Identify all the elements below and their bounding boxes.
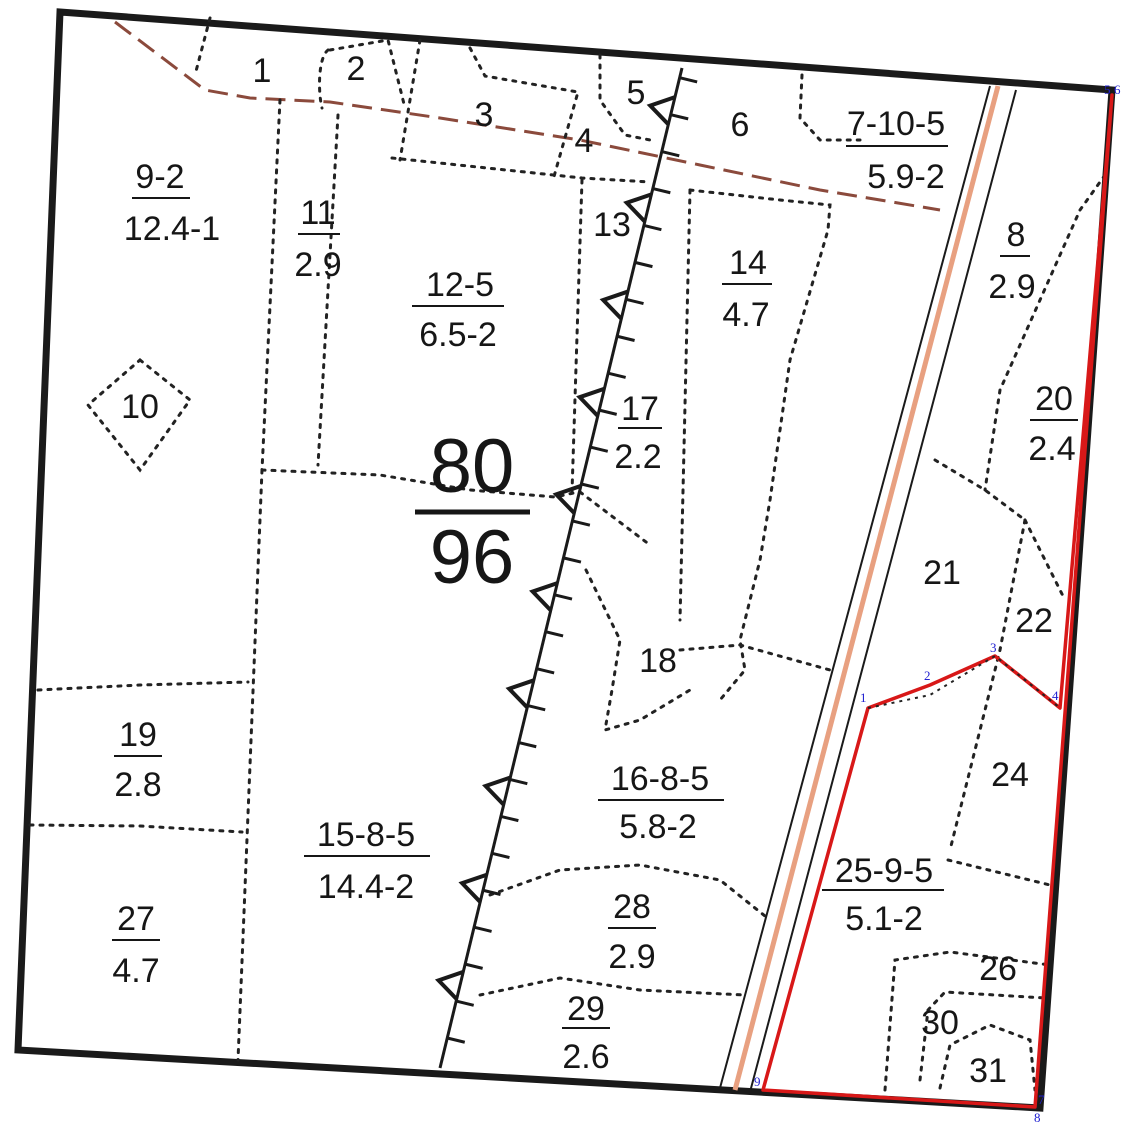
plot-24: 24 bbox=[991, 756, 1029, 794]
plot-18: 18 bbox=[639, 642, 677, 680]
svg-text:29: 29 bbox=[567, 990, 605, 1028]
svg-text:14.4-2: 14.4-2 bbox=[318, 868, 414, 906]
plot-13: 13 bbox=[593, 206, 631, 244]
svg-text:2.9: 2.9 bbox=[988, 268, 1035, 306]
svg-text:5.8-2: 5.8-2 bbox=[619, 808, 697, 846]
svg-text:11: 11 bbox=[300, 194, 335, 232]
svg-text:27: 27 bbox=[117, 900, 155, 938]
svg-text:28: 28 bbox=[613, 888, 651, 926]
plot-28: 28 2.9 bbox=[608, 888, 656, 976]
plot-12: 12-5 6.5-2 bbox=[412, 266, 504, 354]
svg-text:8: 8 bbox=[1007, 216, 1026, 254]
quarter-number: 80 bbox=[430, 424, 515, 509]
plot-25: 25-9-5 5.1-2 bbox=[822, 852, 944, 938]
plot-22: 22 bbox=[1015, 602, 1053, 640]
point-label-4: 4 bbox=[1052, 688, 1059, 703]
point-label-1: 1 bbox=[860, 690, 867, 705]
quarter-label: 80 96 bbox=[415, 424, 530, 600]
quarter-border bbox=[14, 8, 1116, 1112]
svg-text:6.5-2: 6.5-2 bbox=[419, 316, 497, 354]
plot-11: 11 2.9 bbox=[294, 194, 341, 284]
plot-boundaries bbox=[28, 16, 1107, 1092]
plot-21: 21 bbox=[923, 554, 961, 592]
svg-text:14: 14 bbox=[729, 244, 767, 282]
svg-text:12.4-1: 12.4-1 bbox=[124, 210, 220, 248]
plot-8: 8 2.9 bbox=[988, 216, 1035, 306]
svg-text:12-5: 12-5 bbox=[426, 266, 494, 304]
svg-text:2.4: 2.4 bbox=[1028, 430, 1075, 468]
quarter-area: 96 bbox=[430, 515, 515, 600]
plot-31: 31 bbox=[969, 1052, 1007, 1090]
svg-text:25-9-5: 25-9-5 bbox=[835, 852, 933, 890]
road bbox=[719, 85, 1017, 1093]
svg-text:9-2: 9-2 bbox=[135, 158, 184, 196]
svg-text:2.9: 2.9 bbox=[608, 938, 655, 976]
plot-16: 16-8-5 5.8-2 bbox=[598, 760, 724, 846]
svg-text:4.7: 4.7 bbox=[112, 952, 159, 990]
plot-5: 5 bbox=[627, 74, 646, 112]
svg-text:2.2: 2.2 bbox=[614, 438, 661, 476]
allotment-boundary bbox=[761, 93, 1114, 1109]
plot-labels: 1 2 3 4 5 6 7-10-5 5.9-2 8 2.9 9-2 12.4-… bbox=[112, 50, 1078, 1090]
plot-26: 26 bbox=[979, 950, 1017, 988]
svg-text:16-8-5: 16-8-5 bbox=[611, 760, 709, 798]
plot-14: 14 4.7 bbox=[722, 244, 772, 334]
svg-text:2.6: 2.6 bbox=[562, 1038, 609, 1076]
plot-30: 30 bbox=[921, 1004, 959, 1042]
plot-1: 1 bbox=[253, 52, 272, 90]
svg-text:20: 20 bbox=[1035, 380, 1073, 418]
svg-text:2.9: 2.9 bbox=[294, 246, 341, 284]
svg-text:7-10-5: 7-10-5 bbox=[847, 105, 945, 143]
svg-text:2.8: 2.8 bbox=[114, 766, 161, 804]
point-label-8: 8 bbox=[1034, 1110, 1041, 1124]
plot-20: 20 2.4 bbox=[1028, 380, 1078, 468]
dashed-trail bbox=[114, 20, 941, 212]
plot-17: 17 2.2 bbox=[614, 390, 662, 476]
svg-text:5.1-2: 5.1-2 bbox=[845, 900, 923, 938]
boundary-point-labels: 1 2 3 4 5 6 7 8 9 bbox=[754, 82, 1121, 1124]
svg-text:4.7: 4.7 bbox=[722, 296, 769, 334]
plot-10: 10 bbox=[121, 388, 159, 426]
point-label-9: 9 bbox=[754, 1074, 761, 1089]
plot-15: 15-8-5 14.4-2 bbox=[304, 816, 430, 906]
plot-29: 29 2.6 bbox=[562, 990, 610, 1076]
svg-text:15-8-5: 15-8-5 bbox=[317, 816, 415, 854]
svg-text:17: 17 bbox=[621, 390, 659, 428]
plot-2: 2 bbox=[347, 50, 366, 88]
point-label-2: 2 bbox=[924, 668, 931, 683]
point-label-5: 5 bbox=[1104, 82, 1111, 97]
point-label-6: 6 bbox=[1114, 82, 1121, 97]
point-label-7: 7 bbox=[1038, 1092, 1045, 1107]
svg-text:5.9-2: 5.9-2 bbox=[867, 158, 945, 196]
svg-text:19: 19 bbox=[119, 716, 157, 754]
plot-6: 6 bbox=[731, 106, 750, 144]
point-label-3: 3 bbox=[990, 640, 997, 655]
plot-9: 9-2 12.4-1 bbox=[124, 158, 220, 248]
plot-27: 27 4.7 bbox=[112, 900, 160, 990]
plot-4: 4 bbox=[575, 122, 594, 160]
plot-7: 7-10-5 5.9-2 bbox=[846, 105, 948, 196]
plot-19: 19 2.8 bbox=[114, 716, 162, 804]
plot-3: 3 bbox=[475, 96, 494, 134]
ridge-line bbox=[434, 67, 698, 1069]
